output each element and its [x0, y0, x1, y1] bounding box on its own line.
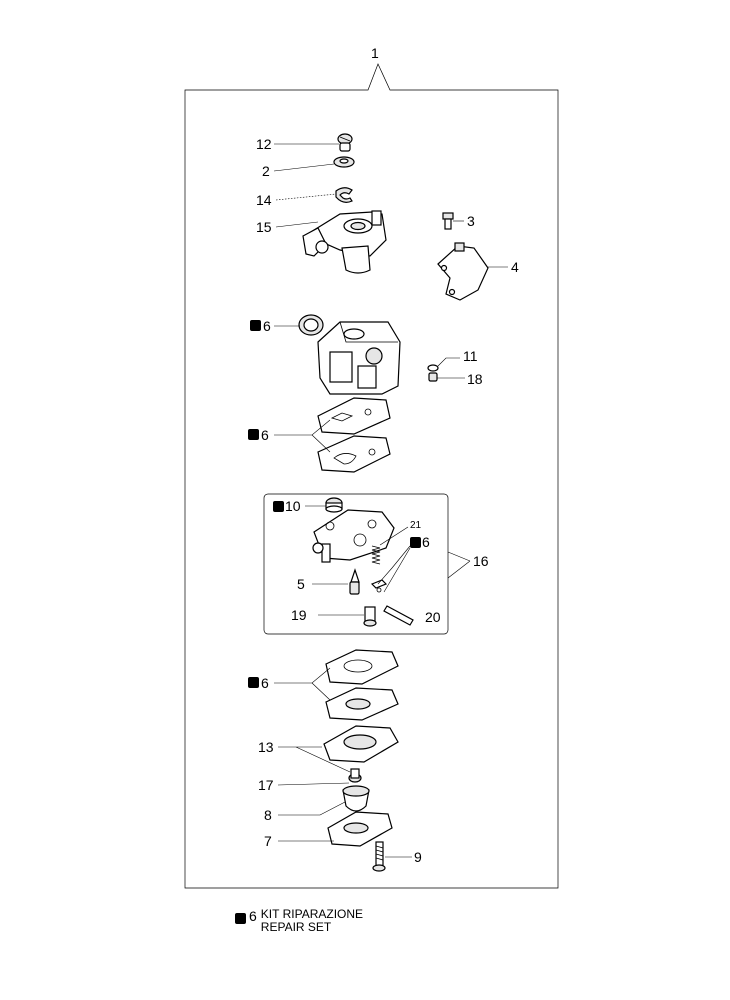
- callout-10: 10: [285, 498, 301, 514]
- part-6-gaskets-lower: [325, 649, 399, 721]
- repair-kit-marker: [248, 677, 259, 688]
- callout-15: 15: [256, 219, 272, 235]
- callout-5: 5: [297, 576, 305, 592]
- callout-7: 7: [264, 833, 272, 849]
- part-10-filter: [325, 497, 343, 513]
- part-2-washer: [333, 156, 355, 168]
- part-6-seal-ring: [298, 314, 324, 336]
- part-17-check-valve: [348, 768, 362, 783]
- part-8-primer-bulb: [342, 785, 370, 812]
- part-13-diaphragm: [323, 725, 399, 763]
- part-metering-body: [312, 509, 395, 563]
- subassembly-16-frame: [263, 493, 449, 635]
- repair-kit-bullet-icon: [235, 913, 246, 924]
- repair-kit-marker: [410, 537, 421, 548]
- part-7-pump-cover: [327, 811, 393, 847]
- legend-line-2: REPAIR SET: [260, 920, 332, 934]
- callout-11: 11: [463, 348, 478, 364]
- callout-6a: 6: [263, 318, 271, 334]
- part-9-long-screw: [372, 841, 386, 872]
- part-21-spring: [371, 545, 381, 565]
- callout-6b: 6: [261, 427, 269, 443]
- callout-21: 21: [410, 520, 422, 531]
- callout-18: 18: [467, 371, 483, 387]
- part-4-bracket: [437, 242, 489, 301]
- assembly-frame: [184, 63, 559, 889]
- callout-16: 16: [473, 553, 489, 569]
- callout-6c: 6: [422, 534, 430, 550]
- part-15-throttle-body: [302, 210, 387, 274]
- part-14-clip: [335, 187, 353, 203]
- callout-20: 20: [425, 609, 441, 625]
- part-6-gaskets-upper: [317, 397, 391, 473]
- part-6-lever: [370, 579, 388, 593]
- callout-12: 12: [256, 136, 272, 152]
- repair-kit-marker: [248, 429, 259, 440]
- part-12-adjust-screw: [337, 133, 353, 152]
- callout-2: 2: [262, 163, 270, 179]
- callout-8: 8: [264, 807, 272, 823]
- part-20-pin: [383, 605, 414, 626]
- part-3-screw: [442, 212, 454, 230]
- part-carburetor-body: [317, 321, 401, 395]
- callout-13: 13: [258, 739, 274, 755]
- repair-kit-marker: [273, 501, 284, 512]
- callout-4: 4: [511, 259, 519, 275]
- repair-kit-marker: [250, 320, 261, 331]
- repair-kit-legend: 6 KIT RIPARAZIONE REPAIR SET: [235, 908, 363, 934]
- part-11-18-screw-washer: [427, 364, 439, 382]
- legend-marker-number: 6: [249, 908, 257, 924]
- legend-text: KIT RIPARAZIONE REPAIR SET: [261, 908, 363, 934]
- callout-9: 9: [414, 849, 422, 865]
- callout-6d: 6: [261, 675, 269, 691]
- callout-1: 1: [371, 45, 379, 61]
- callout-17: 17: [258, 777, 274, 793]
- callout-19: 19: [291, 607, 307, 623]
- legend-line-1: KIT RIPARAZIONE: [260, 907, 364, 921]
- part-19-screw: [363, 606, 377, 627]
- part-5-inlet-needle: [349, 568, 360, 595]
- callout-14: 14: [256, 192, 272, 208]
- callout-3: 3: [467, 213, 475, 229]
